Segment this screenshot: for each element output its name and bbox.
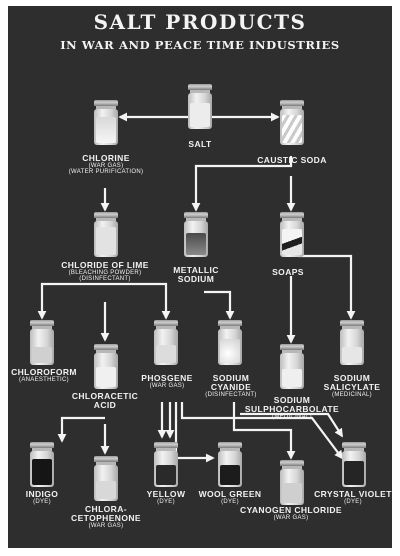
jar-chloracetic-acid	[94, 344, 118, 389]
jar-chloracetophenone	[94, 456, 118, 501]
arrow-caustic-soda-metallic-sodium	[191, 156, 293, 212]
jar-chloride-of-lime	[94, 212, 118, 257]
arrow-chloracetic-indigo	[57, 416, 105, 443]
label-caustic-soda: CAUSTIC SODA	[257, 155, 327, 165]
poster-subtitle: IN WAR AND PEACE TIME INDUSTRIES	[60, 38, 340, 52]
label-yellow: YELLOW (DYE)	[146, 489, 186, 505]
label-chloracetic-acid: CHLORACETIC ACID	[71, 391, 139, 410]
jar-sodium-cyanide	[218, 320, 242, 365]
label-salt: SALT	[188, 139, 212, 149]
arrow-chloride-phosgene	[105, 282, 171, 320]
jar-salt	[188, 84, 212, 129]
arrow-soaps-salicylate	[298, 254, 356, 320]
label-sodium-cyanide: SODIUM CYANIDE (DISINFECTANT)	[205, 373, 257, 398]
arrow-phosgene-crystal-violet	[180, 402, 344, 460]
jar-sodium-sulphocarbolate	[280, 344, 304, 389]
arrow-metallic-sodium-cyanide	[204, 290, 235, 320]
arrow-chloride-chloroform	[37, 282, 105, 320]
label-chloracetophenone: CHLORA- CETOPHENONE (WAR GAS)	[71, 504, 141, 529]
jar-soaps	[280, 212, 304, 257]
arrow-cyanide-crystal-violet	[240, 412, 343, 438]
label-crystal-violet: CRYSTAL VIOLET (DYE)	[314, 489, 392, 505]
jar-metallic-sodium	[184, 212, 208, 257]
label-phosgene: PHOSGENE (WAR GAS)	[141, 373, 193, 389]
jar-crystal-violet	[342, 442, 366, 487]
label-cyanogen-chloride: CYANOGEN CHLORIDE (WAR GAS)	[240, 505, 342, 521]
jar-wool-green	[218, 442, 242, 487]
salt-products-poster: SALT PRODUCTS IN WAR AND PEACE TIME INDU…	[8, 6, 392, 548]
label-chlorine: CHLORINE (WAR GAS) (WATER PURIFICATION)	[68, 153, 144, 176]
label-sodium-salicylate: SODIUM SALICYLATE (MEDICINAL)	[323, 373, 381, 398]
label-indigo: INDIGO (DYE)	[25, 489, 59, 505]
flow-arrows	[37, 112, 356, 463]
jar-chlorine	[94, 100, 118, 145]
label-sodium-sulphocarbolate: SODIUM SULPHOCARBOLATE (MEDICINAL)	[244, 395, 340, 420]
jar-indigo	[30, 442, 54, 487]
jar-chloroform	[30, 320, 54, 365]
jar-yellow	[154, 442, 178, 487]
jar-cyanogen-chloride	[280, 460, 304, 505]
jar-caustic-soda	[280, 100, 304, 145]
label-chloroform: CHLOROFORM (ANAESTHETIC)	[11, 367, 77, 383]
arrow-cyanide-cyanogen	[232, 402, 296, 460]
label-metallic-sodium: METALLIC SODIUM	[173, 265, 219, 284]
jar-sodium-salicylate	[340, 320, 364, 365]
label-chloride-of-lime: CHLORIDE OF LIME (BLEACHING POWDER) (DIS…	[61, 260, 149, 283]
label-wool-green: WOOL GREEN (DYE)	[198, 489, 262, 505]
jar-phosgene	[154, 320, 178, 365]
poster-title: SALT PRODUCTS	[93, 10, 307, 34]
label-soaps: SOAPS	[272, 267, 304, 277]
